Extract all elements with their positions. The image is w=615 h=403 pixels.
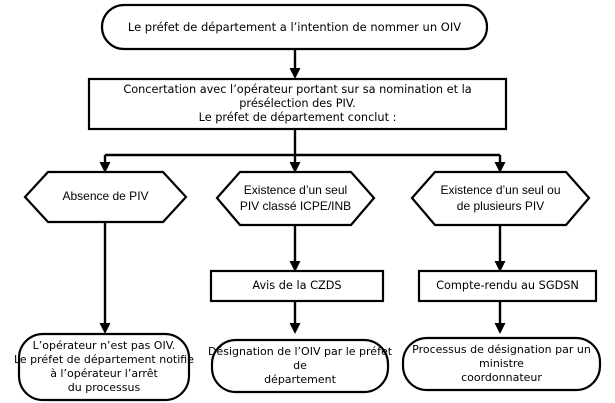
node-end-middle-shape[interactable] — [210, 338, 390, 394]
edge-start-to-concertation — [289, 48, 301, 79]
node-concertation-shape[interactable] — [87, 77, 508, 131]
node-start-shape[interactable] — [100, 3, 489, 51]
edge-branchmiddle-to-czds — [289, 225, 301, 272]
edge-branchright-to-sgdsn — [494, 225, 506, 272]
node-end-right-shape[interactable] — [401, 336, 602, 392]
node-branch-middle-shape[interactable] — [215, 170, 376, 227]
node-branch-right-shape[interactable] — [410, 170, 591, 227]
node-end-left-shape[interactable] — [17, 332, 191, 402]
node-czds-shape[interactable] — [209, 269, 385, 303]
node-sgdsn-shape[interactable] — [417, 269, 598, 303]
node-branch-left-shape[interactable] — [23, 170, 188, 224]
edge-sgdsn-to-endright — [494, 301, 506, 334]
edge-branchleft-to-endleft — [99, 222, 111, 334]
edge-czds-to-endmiddle — [289, 301, 301, 334]
edge-branch-bus — [99, 153, 506, 173]
